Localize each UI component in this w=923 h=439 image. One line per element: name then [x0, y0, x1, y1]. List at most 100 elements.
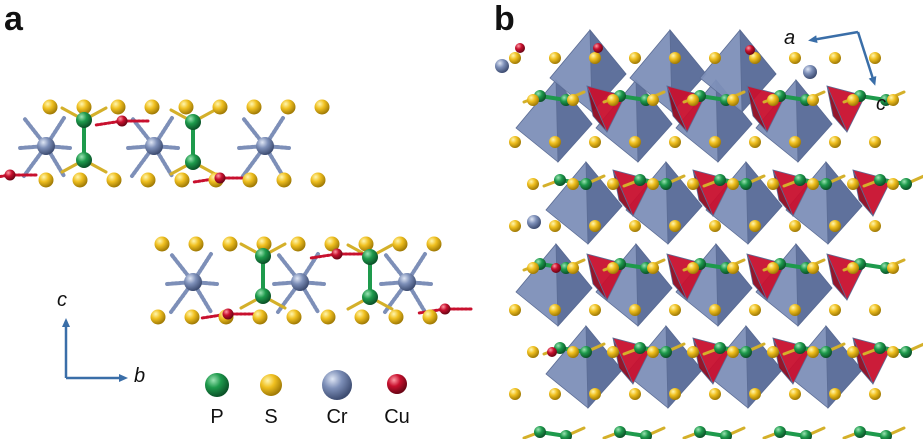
legend-label-s: S [264, 406, 278, 428]
atom-s [807, 262, 819, 274]
atom-s [150, 309, 166, 325]
atom-s [324, 236, 340, 252]
atom-s [749, 220, 761, 232]
atom-p [740, 346, 752, 358]
atom-s [358, 236, 374, 252]
atom-s [589, 136, 601, 148]
atom-s [709, 388, 721, 400]
atom-s [749, 136, 761, 148]
legend-label-p: P [210, 406, 224, 428]
atom-s [527, 94, 539, 106]
atom-s [527, 262, 539, 274]
atom-p [660, 346, 672, 358]
atom-s [567, 94, 579, 106]
atom-s [188, 236, 204, 252]
atom-s [749, 388, 761, 400]
atom-s [789, 304, 801, 316]
atom-s [280, 99, 296, 115]
atom-s [607, 94, 619, 106]
atom-s [767, 178, 779, 190]
atom-p [362, 289, 378, 305]
atom-p [714, 342, 726, 354]
atom-s [647, 262, 659, 274]
atom-s [246, 99, 262, 115]
atom-s [789, 136, 801, 148]
atom-p [534, 426, 546, 438]
cr-octahedron-face [555, 242, 593, 328]
atom-p [640, 430, 652, 439]
atom-s [509, 220, 521, 232]
panel-a-letter: a [4, 0, 23, 38]
atom-cu [593, 43, 603, 53]
atom-s [629, 304, 641, 316]
atom-cr [145, 137, 163, 155]
atom-s [549, 136, 561, 148]
atom-p [634, 174, 646, 186]
atom-s [509, 304, 521, 316]
atom-s [314, 99, 330, 115]
atom-p [554, 174, 566, 186]
atom-cr [37, 137, 55, 155]
atom-s [426, 236, 442, 252]
atom-s [106, 172, 122, 188]
atom-p [880, 430, 892, 439]
atom-s [669, 388, 681, 400]
atom-s [887, 262, 899, 274]
atom-p [255, 288, 271, 304]
atom-cu [515, 43, 525, 53]
atom-cr [527, 215, 541, 229]
atom-p [76, 112, 92, 128]
atom-s [178, 99, 194, 115]
atom-s [847, 262, 859, 274]
atom-s [669, 220, 681, 232]
atom-s [887, 346, 899, 358]
panel-a-axis-label-c: c [57, 289, 67, 311]
atom-cu [116, 115, 128, 127]
atom-p [560, 430, 572, 439]
cu-tetrahedron-face [666, 85, 688, 133]
atom-s [252, 309, 268, 325]
atom-p [800, 430, 812, 439]
atom-cu [222, 308, 234, 320]
atom-s [829, 304, 841, 316]
atom-s [807, 94, 819, 106]
atom-s [749, 52, 761, 64]
atom-s [829, 220, 841, 232]
atom-p [854, 426, 866, 438]
atom-s [567, 262, 579, 274]
atom-p [874, 342, 886, 354]
atom-cr [184, 273, 202, 291]
atom-s [647, 178, 659, 190]
atom-s [687, 346, 699, 358]
atom-s [222, 236, 238, 252]
atom-s [869, 136, 881, 148]
atom-s [589, 304, 601, 316]
atom-p [660, 178, 672, 190]
atom-s [388, 309, 404, 325]
panel-a-side-view [0, 99, 473, 400]
atom-s [320, 309, 336, 325]
atom-s [887, 94, 899, 106]
atom-p [900, 178, 912, 190]
atom-s [310, 172, 326, 188]
cu-tetrahedron-face [586, 85, 608, 133]
atom-s [847, 94, 859, 106]
atom-cu [745, 45, 755, 55]
cu-tetrahedron-face [826, 85, 848, 133]
atom-p [794, 174, 806, 186]
cr-octahedron-face [635, 242, 673, 328]
panel-b-letter: b [494, 0, 515, 38]
atom-cu [387, 374, 407, 394]
atom-p [794, 342, 806, 354]
cr-octahedron-face [795, 78, 833, 164]
atom-p [774, 426, 786, 438]
atom-s [829, 52, 841, 64]
atom-s [76, 99, 92, 115]
atom-s [807, 346, 819, 358]
atom-cr [803, 65, 817, 79]
atom-s [847, 178, 859, 190]
atom-p [614, 426, 626, 438]
atom-s [72, 172, 88, 188]
atom-s [589, 388, 601, 400]
atom-legend [205, 370, 407, 400]
